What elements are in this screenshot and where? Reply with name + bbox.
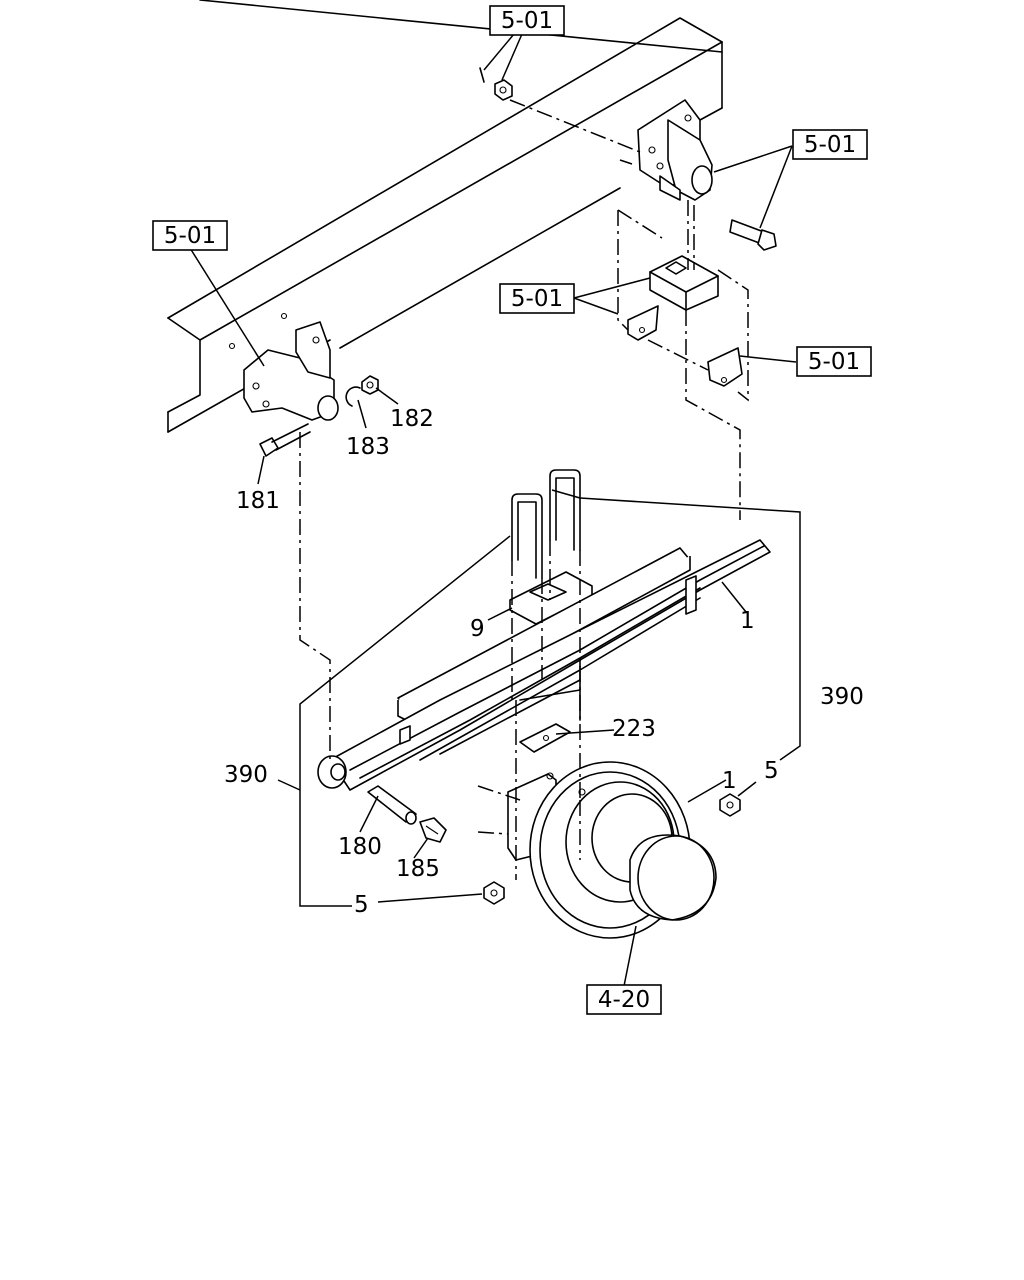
front-bracket (243, 321, 339, 421)
label-part-185: 185 (396, 856, 440, 882)
label-part-182: 182 (390, 406, 434, 432)
ref-box-rear-hanger[interactable]: 5-01 (792, 129, 868, 160)
ref-box-axle-hub[interactable]: 4-20 (586, 984, 662, 1015)
side-plate-left (627, 305, 659, 341)
svg-text:4-20: 4-20 (598, 987, 650, 1013)
spring-seat-plate (509, 571, 593, 645)
svg-text:5-01: 5-01 (808, 349, 860, 375)
bolt-181 (259, 423, 311, 457)
axle-hub-drum (507, 761, 717, 939)
rubber-block (649, 255, 719, 311)
leaf-spring (317, 539, 771, 791)
rear-hanger-bracket (637, 99, 713, 201)
ref-box-side-plate[interactable]: 5-01 (796, 346, 872, 377)
svg-text:5-01: 5-01 (511, 286, 563, 312)
nut-5-bottom (483, 881, 505, 905)
grease-fitting-185 (419, 817, 447, 843)
label-part-5-right: 5 (764, 758, 779, 784)
nut-182 (361, 375, 379, 395)
label-part-1: 1 (740, 608, 755, 634)
u-bolt-right (549, 469, 581, 551)
label-part-223: 223 (612, 716, 656, 742)
hanger-bolt (729, 219, 777, 251)
ref-box-top-nut[interactable]: 5-01 (489, 5, 565, 36)
label-part-390-right: 390 (820, 684, 864, 710)
ref-box-rear-block[interactable]: 5-01 (499, 283, 575, 314)
label-part-5-bottom: 5 (354, 892, 369, 918)
label-part-181: 181 (236, 488, 280, 514)
ref-box-front-bracket[interactable]: 5-01 (152, 220, 228, 251)
label-part-9: 9 (470, 616, 485, 642)
label-part-390-left: 390 (224, 762, 268, 788)
svg-text:5-01: 5-01 (804, 132, 856, 158)
label-part-1-hub: 1 (722, 768, 737, 794)
pin-180 (367, 785, 417, 825)
svg-text:5-01: 5-01 (501, 8, 553, 34)
top-nut (479, 67, 513, 101)
svg-text:5-01: 5-01 (164, 223, 216, 249)
leader-lines (189, 33, 801, 987)
nut-5-right (719, 793, 741, 817)
label-part-183: 183 (346, 434, 390, 460)
assembly-lines (299, 99, 749, 880)
clip-183 (345, 386, 361, 407)
side-plate-right (707, 347, 743, 387)
label-part-180: 180 (338, 834, 382, 860)
shim-223 (519, 723, 571, 753)
u-bolt-left (511, 493, 543, 579)
